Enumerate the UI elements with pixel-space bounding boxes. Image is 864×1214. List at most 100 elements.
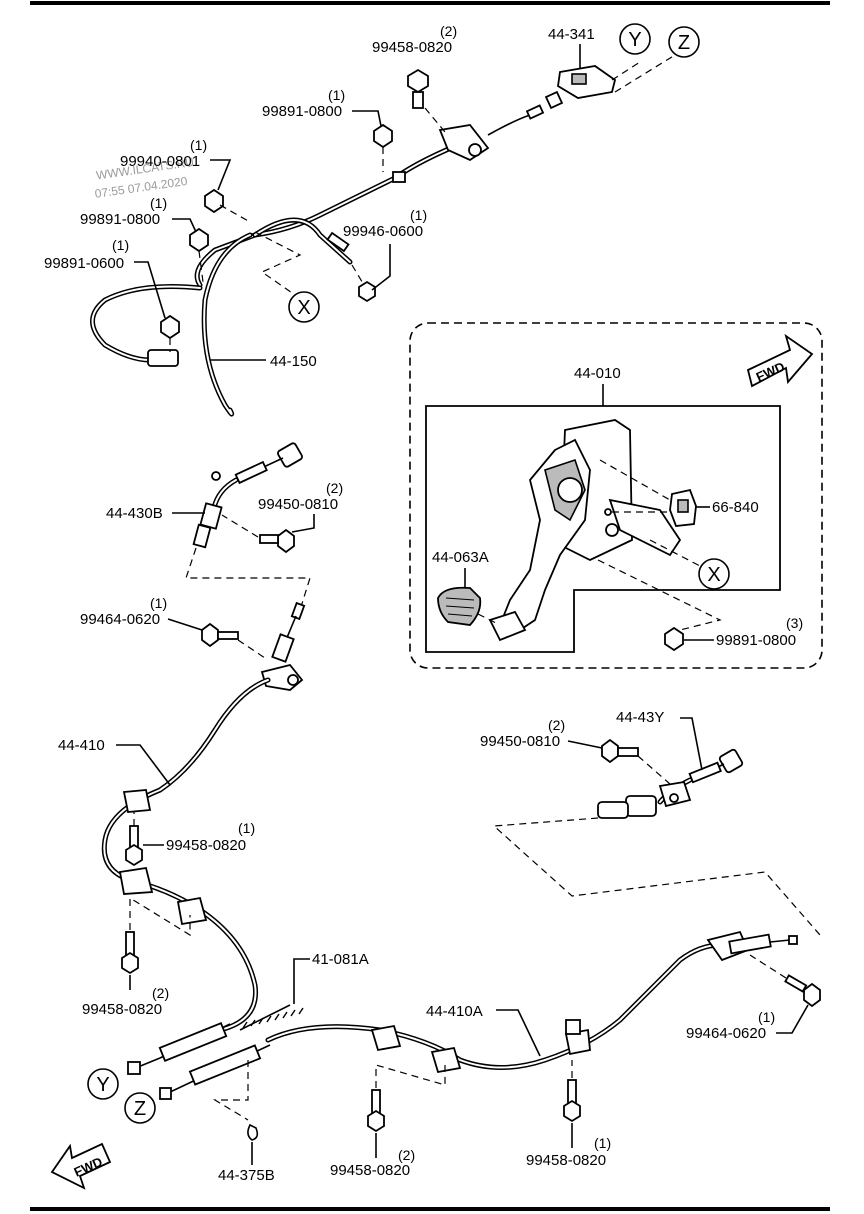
svg-text:(1): (1): [150, 195, 167, 211]
label-99891-0800-c: (3) 99891-0800: [684, 615, 803, 649]
svg-text:99458-0820: 99458-0820: [82, 1001, 162, 1018]
svg-text:X: X: [707, 564, 720, 586]
cable-44-430B: [192, 442, 303, 549]
svg-text:99464-0620: 99464-0620: [80, 611, 160, 628]
bolt-99458-0820-d: [367, 1064, 446, 1133]
label-44-410A: 44-410A: [426, 1003, 541, 1057]
bolt-99450-0810-top: [221, 514, 295, 554]
label-44-410: 44-410: [58, 737, 171, 786]
svg-text:99891-0600: 99891-0600: [44, 255, 124, 272]
bolt-99464-0620-top: [201, 622, 269, 661]
svg-text:Z: Z: [678, 32, 690, 54]
label-44-063A: 44-063A: [432, 549, 489, 588]
clip-44-375B: [212, 1060, 259, 1141]
label-99450-0810-top: (2) 99450-0810: [258, 480, 343, 533]
svg-text:99464-0620: 99464-0620: [686, 1025, 766, 1042]
svg-text:44-010: 44-010: [574, 365, 621, 382]
svg-text:99946-0600: 99946-0600: [343, 223, 423, 240]
callout-x-inset: X: [649, 539, 730, 590]
fwd-arrow-bottom: FWD: [50, 1142, 112, 1190]
label-99458-0820-c: (2) 99458-0820: [82, 975, 169, 1018]
label-99458-0820-top: (2) 99458-0820: [372, 23, 457, 56]
svg-text:44-375B: 44-375B: [218, 1167, 275, 1184]
svg-text:(1): (1): [758, 1009, 775, 1025]
svg-text:99891-0800: 99891-0800: [80, 211, 160, 228]
svg-text:(3): (3): [786, 615, 803, 631]
label-99450-0810-bottom: (2) 99450-0810: [480, 717, 603, 750]
svg-text:(2): (2): [440, 23, 457, 39]
svg-text:44-341: 44-341: [548, 26, 595, 43]
svg-text:(1): (1): [150, 595, 167, 611]
label-99891-0800-b: (1) 99891-0800: [80, 195, 197, 233]
label-99940-0801: (1) 99940-0801: [120, 137, 232, 191]
label-44-375B: 44-375B: [218, 1142, 275, 1184]
cable-44-43Y: [597, 748, 744, 819]
svg-text:99940-0801: 99940-0801: [120, 153, 200, 170]
bolt-99458-0820-e: [563, 1060, 581, 1123]
svg-text:(1): (1): [238, 820, 255, 836]
bolt-99458-0820-b: [125, 812, 143, 867]
bolt-99458-0820-c: [121, 896, 191, 975]
cable-44-150: [90, 90, 564, 417]
cable-end-y: [127, 1021, 231, 1075]
svg-text:41-081A: 41-081A: [312, 951, 369, 968]
label-66-840: 66-840: [696, 499, 759, 516]
svg-text:(2): (2): [152, 985, 169, 1001]
svg-text:Z: Z: [134, 1098, 146, 1120]
callout-y-top: Y: [619, 23, 651, 55]
nut-99891-0800-b: [189, 227, 209, 283]
label-99891-0600: (1) 99891-0600: [44, 237, 166, 319]
svg-text:99458-0820: 99458-0820: [330, 1162, 410, 1179]
label-99464-0620-bottom: (1) 99464-0620: [686, 1004, 809, 1042]
cable-end-z: [159, 1044, 271, 1100]
fastener-99458-0820-top: [407, 68, 446, 133]
cable-44-410A: [265, 930, 798, 1074]
svg-text:(1): (1): [190, 137, 207, 153]
callout-z-top: Z: [668, 26, 700, 58]
svg-text:(1): (1): [594, 1135, 611, 1151]
pedal-assembly-frame: [425, 405, 781, 653]
svg-text:99458-0820: 99458-0820: [526, 1152, 606, 1169]
svg-text:99450-0810: 99450-0810: [480, 733, 560, 750]
svg-text:(2): (2): [326, 480, 343, 496]
svg-text:Y: Y: [628, 29, 641, 51]
svg-text:44-063A: 44-063A: [432, 549, 489, 566]
svg-text:(1): (1): [328, 87, 345, 103]
svg-text:99891-0800: 99891-0800: [716, 632, 796, 649]
label-99458-0820-b: (1) 99458-0820: [143, 820, 255, 854]
svg-text:44-43Y: 44-43Y: [616, 709, 664, 726]
svg-text:(1): (1): [112, 237, 129, 253]
nut-99891-0600: [160, 314, 180, 352]
nut-99946-0600: [351, 264, 376, 303]
nut-99891-0800-c: [597, 559, 722, 652]
svg-text:99891-0800: 99891-0800: [262, 103, 342, 120]
callout-y-bottom: Y: [87, 1068, 119, 1100]
callout-z-bottom: Z: [124, 1092, 156, 1124]
label-99464-0620-top: (1) 99464-0620: [80, 595, 203, 631]
fwd-arrow-top: FWD: [746, 333, 814, 388]
svg-text:X: X: [297, 297, 310, 319]
svg-text:44-410A: 44-410A: [426, 1003, 483, 1020]
label-44-43Y: 44-43Y: [616, 709, 703, 771]
svg-text:44-430B: 44-430B: [106, 505, 163, 522]
svg-text:99458-0820: 99458-0820: [372, 39, 452, 56]
pedal-44-010: [488, 419, 682, 642]
clip-44-341: [557, 54, 676, 99]
svg-text:99458-0820: 99458-0820: [166, 837, 246, 854]
nut-99891-0800-a: [373, 123, 393, 172]
label-99458-0820-d: (2) 99458-0820: [330, 1133, 415, 1179]
bolt-99464-0620-bottom: [749, 954, 821, 1008]
svg-text:(2): (2): [548, 717, 565, 733]
svg-text:44-150: 44-150: [270, 353, 317, 370]
label-99458-0820-e: (1) 99458-0820: [526, 1123, 611, 1169]
svg-text:99450-0810: 99450-0810: [258, 496, 338, 513]
svg-text:44-410: 44-410: [58, 737, 105, 754]
pedal-inset-dashed-frame: [409, 322, 823, 669]
label-44-010: 44-010: [574, 365, 621, 406]
pedal-pad-44-063A: [437, 586, 499, 626]
svg-text:Y: Y: [96, 1074, 109, 1096]
nut-99940-0801: [204, 188, 251, 223]
svg-text:FWD: FWD: [754, 359, 787, 385]
label-99946-0600: (1) 99946-0600: [343, 207, 427, 291]
label-99891-0800-a: (1) 99891-0800: [262, 87, 382, 127]
